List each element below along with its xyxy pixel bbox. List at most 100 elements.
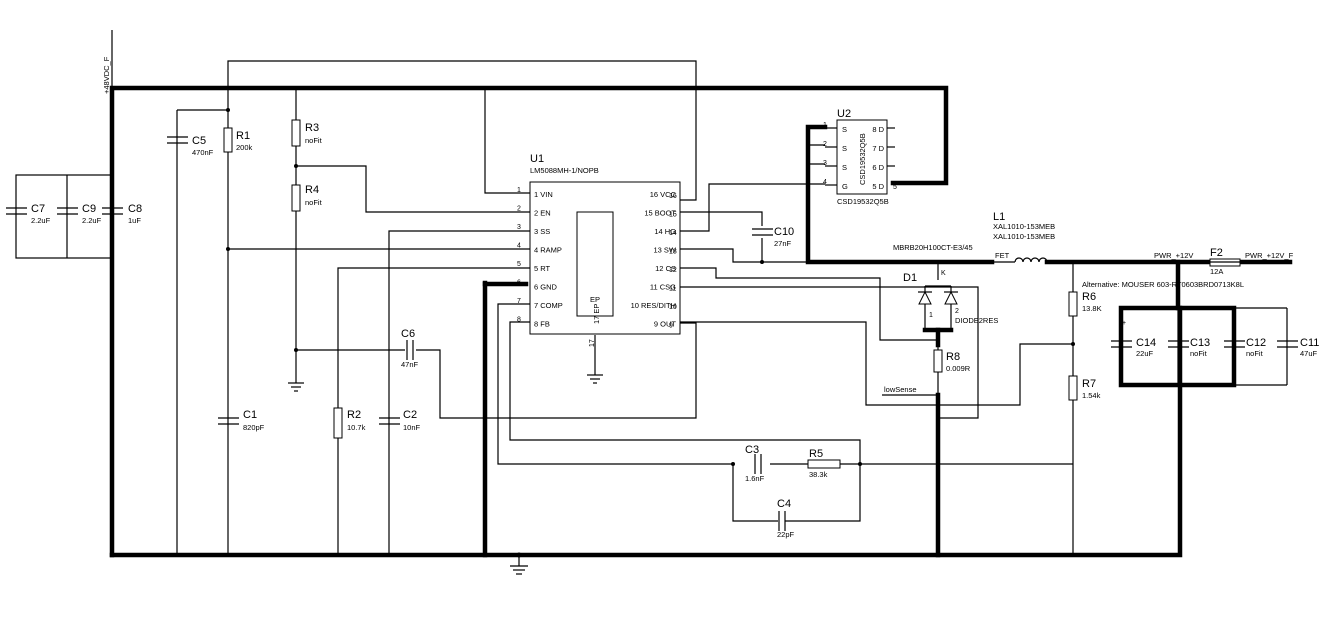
u1-pin-right-num: 10 [669, 304, 677, 311]
resistors: R1 200k R3 noFit R4 noFit R2 10.7k R5 38… [223, 119, 1102, 479]
inductor-l1[interactable]: L1 XAL1010-153MEB XAL1010-153MEB [992, 211, 1055, 263]
r5-val: 38.3k [809, 470, 828, 479]
res-r8[interactable]: R8 0.009R [933, 349, 971, 373]
u2-pin-left-num: 2 [823, 141, 827, 148]
c2-val: 10nF [403, 423, 421, 432]
d1-val2: DIODE2RES [955, 316, 998, 325]
u1-pin-left-num: 6 [517, 280, 521, 287]
u1-ref: U1 [530, 153, 544, 165]
u2-part: CSD19532Q5B [837, 197, 889, 206]
cap-c3[interactable]: C3 1.6nF [745, 444, 765, 483]
c13-val: noFit [1190, 349, 1208, 358]
d1-pin-2: 2 [955, 308, 959, 315]
res-r5[interactable]: R5 38.3k [807, 448, 841, 479]
u1-pin-left-num: 7 [517, 298, 521, 305]
cap-c13[interactable]: C13 noFit [1168, 337, 1210, 358]
cap-c9[interactable]: C9 2.2uF [57, 203, 102, 225]
res-r1[interactable]: R1 200k [223, 127, 253, 153]
cap-c7[interactable]: C7 2.2uF [6, 203, 51, 225]
cap-c2[interactable]: C2 10nF [379, 409, 421, 432]
res-r3[interactable]: R3 noFit [291, 119, 323, 147]
u1-pin-right-label: 9 OUT [654, 320, 677, 329]
r4-val: noFit [305, 198, 323, 207]
r7-val: 1.54k [1082, 391, 1101, 400]
u1-pin-left-label: 3 SS [534, 227, 550, 236]
c3-ref: C3 [745, 444, 759, 456]
u1-pin-left-label: 4 RAMP [534, 246, 562, 255]
u2-body[interactable] [836, 119, 888, 195]
cap-c6[interactable]: C6 47nF [401, 328, 419, 369]
fuse-f2[interactable]: F2 12A [1209, 247, 1241, 276]
u2-pin-left-label: S [842, 144, 847, 153]
u1-pin-right-num: 13 [669, 249, 677, 256]
u1-part: LM5088MH-1/NOPB [530, 166, 599, 175]
d1-pin-k: K [941, 270, 946, 277]
u1-pin-right-num: 12 [669, 267, 677, 274]
net-lowsense: lowSense [884, 385, 917, 394]
u2-pin-left-num: 1 [823, 122, 827, 129]
u1-exposed-pad [576, 211, 614, 317]
u1-pin-right-label: 14 HG [654, 227, 676, 236]
cap-c14[interactable]: C14 22uF + [1111, 320, 1156, 358]
c8-val: 1uF [128, 216, 141, 225]
res-r4[interactable]: R4 noFit [291, 184, 323, 212]
u2-pin-left-num: 4 [823, 179, 827, 186]
d1-ref: D1 [903, 272, 917, 284]
d1-pin-1: 1 [929, 312, 933, 319]
u1-ep-label: EP [590, 295, 600, 304]
u2-pin-right-label: 6 D [872, 163, 884, 172]
cap-c1[interactable]: C1 820pF [218, 409, 265, 432]
u2-tab-num: 5 [893, 184, 897, 191]
r3-val: noFit [305, 136, 323, 145]
r2-ref: R2 [347, 409, 361, 421]
d1-val: MBRB20H100CT-E3/45 [893, 243, 973, 252]
net-pwr12f: PWR_+12V_F [1245, 251, 1294, 260]
c4-ref: C4 [777, 498, 791, 510]
c1-ref: C1 [243, 409, 257, 421]
cap-c10[interactable]: C10 27nF [752, 226, 794, 248]
u2-pin-right-label: 7 D [872, 144, 884, 153]
u2-pin-left-label: S [842, 163, 847, 172]
u2-pin-right-label: 5 D [872, 182, 884, 191]
c5-val: 470nF [192, 148, 214, 157]
cap-c11[interactable]: C11 47uF [1277, 337, 1319, 358]
c12-val: noFit [1246, 349, 1264, 358]
c11-ref: C11 [1300, 337, 1319, 349]
res-r7[interactable]: R7 1.54k [1068, 375, 1101, 401]
res-r6[interactable]: R6 13.8K [1068, 291, 1102, 317]
r1-val: 200k [236, 143, 253, 152]
res-r2[interactable]: R2 10.7k [333, 407, 366, 439]
u1-pin-right-label: 12 CS [655, 264, 676, 273]
u1-pin-left-label: 5 RT [534, 264, 551, 273]
c11-val: 47uF [1300, 349, 1318, 358]
capacitors: C7 2.2uF C9 2.2uF C8 1uF C5 470nF C1 820… [6, 135, 1319, 539]
u2-ref: U2 [837, 108, 851, 120]
f2-ref: F2 [1210, 247, 1223, 259]
c4-val: 22pF [777, 530, 795, 539]
u1-pin-left-num: 8 [517, 317, 521, 324]
r3-ref: R3 [305, 122, 319, 134]
diode-d1[interactable]: D1 MBRB20H100CT-E3/45 DIODE2RES K 1 2 [893, 243, 998, 325]
cap-c8[interactable]: C8 1uF [102, 203, 142, 225]
c14-plus: + [1122, 320, 1126, 327]
c9-val: 2.2uF [82, 216, 102, 225]
r5-ref: R5 [809, 448, 823, 460]
u1-ep-pin: 17 EP [592, 304, 601, 324]
ground-icon [510, 557, 528, 575]
net-fet: FET [995, 251, 1010, 260]
l1-ref: L1 [993, 211, 1005, 223]
c8-ref: C8 [128, 203, 142, 215]
c9-ref: C9 [82, 203, 96, 215]
cap-c4[interactable]: C4 22pF [777, 498, 795, 539]
c6-val: 47nF [401, 360, 419, 369]
u1-pin-right-label: 16 VCC [650, 190, 677, 199]
cap-c12[interactable]: C12 noFit [1224, 337, 1266, 358]
cap-c5[interactable]: C5 470nF [167, 135, 214, 157]
r1-ref: R1 [236, 130, 250, 142]
u1-pin-left-label: 6 GND [534, 283, 558, 292]
c10-ref: C10 [774, 226, 794, 238]
